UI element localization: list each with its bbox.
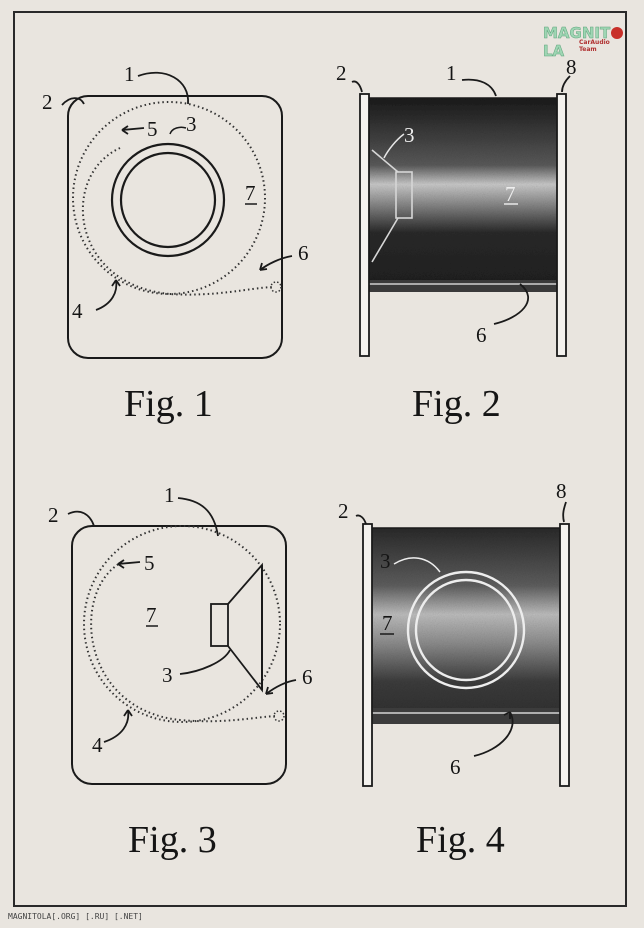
fig2-caption: Fig. 2 [412, 383, 501, 425]
fig3-label-6: 6 [302, 665, 313, 689]
fig3-enclosure [71, 525, 287, 785]
fig3-leader-3 [179, 649, 231, 675]
fig2-label-8: 8 [566, 55, 577, 79]
fig4-leader-8 [562, 501, 567, 523]
fig2-label-1: 1 [446, 61, 457, 85]
fig4-caption: Fig. 4 [416, 819, 505, 861]
fig3-arrow-5 [117, 561, 141, 565]
fig3-inner-dotted-path [90, 561, 277, 723]
fig4-port-strip [370, 708, 562, 724]
page-border [13, 11, 627, 907]
fig1-speaker-inner [119, 151, 217, 249]
fig4-speaker-inner [414, 578, 518, 682]
fig1-caption: Fig. 1 [124, 383, 213, 425]
fig2-label-3: 3 [404, 123, 415, 147]
fig3-port-circle [273, 710, 285, 722]
fig3-arrow-4 [103, 709, 130, 743]
logo-o-circle-icon [611, 27, 624, 39]
fig4-label-7: 7 [382, 611, 393, 635]
fig1-label-7: 7 [245, 181, 256, 205]
fig2-leader-6 [493, 283, 529, 325]
fig4-label-2: 2 [338, 499, 349, 523]
figure-1-drawing: 1 2 3 4 5 6 7 [42, 62, 309, 359]
fig2-leader-1 [461, 78, 497, 97]
fig3-arrow-6 [265, 679, 297, 695]
fig1-leader-3 [169, 126, 187, 135]
fig2-label-7: 7 [505, 182, 516, 206]
fig2-port-strip [368, 280, 558, 292]
fig1-dotted-ring [72, 101, 266, 295]
fig2-leader-8 [561, 75, 571, 93]
fig1-arrow-6 [259, 255, 293, 271]
fig3-leader-1 [177, 497, 219, 537]
fig1-enclosure [67, 95, 283, 359]
fig4-enclosure-body [370, 528, 562, 720]
fig2-leader-3 [383, 133, 405, 159]
figure-4-drawing: 2 3 7 8 6 [338, 479, 570, 787]
fig1-label-4: 4 [72, 299, 83, 323]
figure-2-drawing: 2 1 8 3 7 6 [336, 55, 577, 357]
fig1-label-2: 2 [42, 90, 53, 114]
fig1-port-circle [270, 281, 282, 293]
fig4-leader-6 [473, 711, 514, 757]
fig3-dotted-ring [83, 525, 281, 723]
fig1-leader-2 [61, 97, 85, 106]
fig2-left-panel [359, 93, 370, 357]
fig4-label-3: 3 [380, 549, 391, 573]
fig1-leader-1 [137, 71, 189, 105]
fig4-right-panel [559, 523, 570, 787]
fig3-label-2: 2 [48, 503, 59, 527]
fig4-label-8: 8 [556, 479, 567, 503]
fig4-label-6: 6 [450, 755, 461, 779]
logo-wordmark: MAGNITLA [543, 24, 625, 60]
fig2-label-6: 6 [476, 323, 487, 347]
fig3-label-5: 5 [144, 551, 155, 575]
fig2-right-panel [556, 93, 567, 357]
fig4-speaker-outer [406, 570, 526, 690]
fig3-label-3: 3 [162, 663, 173, 687]
fig1-label-1: 1 [124, 62, 135, 86]
fig2-leader-2 [351, 80, 363, 93]
fig4-leader-3 [393, 557, 441, 573]
fig3-speaker-cone [227, 562, 263, 693]
fig4-left-panel [362, 523, 373, 787]
fig1-inner-dotted-path [81, 147, 273, 296]
fig2-speaker-cone [371, 149, 399, 263]
fig3-caption: Fig. 3 [128, 819, 217, 861]
footer-watermark: MAGNITOLA[.ORG] [.RU] [.NET] [8, 912, 143, 921]
fig2-speaker-magnet [395, 171, 413, 219]
fig1-label-6: 6 [298, 241, 309, 265]
fig1-arrow-4 [95, 279, 118, 311]
fig4-leader-2 [355, 514, 367, 525]
fig3-label-7: 7 [146, 603, 157, 627]
fig3-label-4: 4 [92, 733, 103, 757]
magnitola-logo: MAGNITLA CarAudio Team [543, 24, 625, 60]
fig3-speaker-magnet [210, 603, 229, 647]
fig1-arrow-5 [121, 127, 145, 131]
fig1-label-3: 3 [186, 112, 197, 136]
figure-3-drawing: 1 2 3 4 5 6 7 [48, 483, 313, 785]
fig1-label-5: 5 [147, 117, 158, 141]
fig3-leader-2 [67, 510, 95, 527]
fig2-label-2: 2 [336, 61, 347, 85]
fig2-enclosure-body [368, 98, 558, 290]
logo-subtitle: CarAudio Team [579, 39, 610, 53]
fig1-speaker-outer [110, 142, 226, 258]
fig3-label-1: 1 [164, 483, 175, 507]
